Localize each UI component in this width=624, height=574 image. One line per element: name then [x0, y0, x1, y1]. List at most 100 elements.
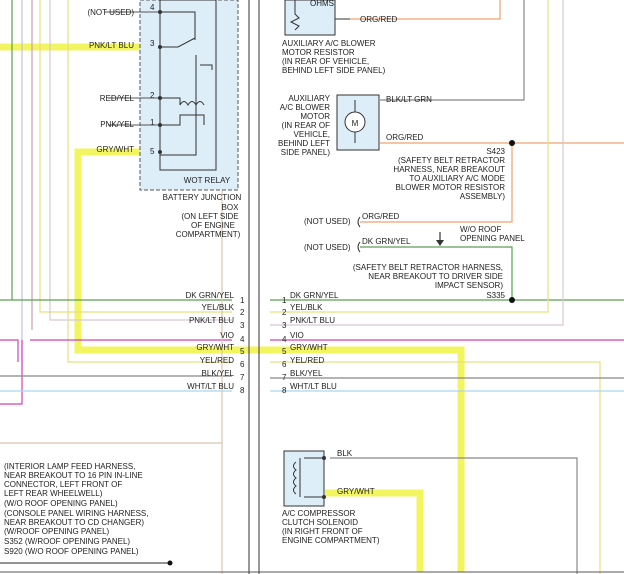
motor-wire-bottom: ORG/RED — [386, 133, 424, 142]
connector-right-wire-8: WHT/LT BLU — [290, 382, 337, 391]
relay-internals — [160, 11, 213, 156]
solenoid-body — [283, 450, 325, 507]
motor-symbol: M — [352, 119, 359, 128]
wot-relay-label: WOT RELAY — [184, 176, 231, 185]
s423-desc-4: BLOWER MOTOR RESISTOR — [396, 183, 506, 192]
s423-desc-2: HARNESS, NEAR BREAKOUT — [393, 165, 505, 174]
relay-pin-4-label: (NOT USED) — [87, 8, 134, 17]
not-used-terminations: (NOT USED) ORG/RED (NOT USED) DK GRN/YEL… — [304, 212, 525, 253]
s335-desc-1: (SAFETY BELT RETRACTOR HARNESS, — [353, 263, 503, 272]
harness-note-1: (INTERIOR LAMP FEED HARNESS, — [4, 462, 135, 471]
connector-right-labels: DK GRN/YEL YEL/BLK PNK/LT BLU VIO GRY/WH… — [290, 291, 339, 391]
s423-desc-1: (SAFETY BELT RETRACTOR — [398, 156, 505, 165]
connector-left-labels: DK GRN/YEL YEL/BLK PNK/LT BLU VIO GRY/WH… — [186, 291, 235, 391]
connector-pin-2: 2 — [240, 308, 245, 317]
resistor-label-4: BEHIND LEFT SIDE PANEL) — [282, 66, 386, 75]
blower-motor-resistor: OHMS ORG/RED AUXILIARY A/C BLOWER MOTOR … — [282, 0, 398, 75]
junction-box-label-2: BOX — [222, 203, 240, 212]
right-wires — [270, 0, 624, 574]
connector-right-wire-1: DK GRN/YEL — [290, 291, 339, 300]
solenoid-label-4: ENGINE COMPARTMENT) — [282, 536, 380, 545]
connector-right-wire-3: PNK/LT BLU — [290, 316, 335, 325]
not-used-1-text: (NOT USED) — [304, 217, 351, 226]
resistor-unit: OHMS — [310, 0, 334, 8]
motor-label-4: (IN REAR OF — [282, 121, 331, 130]
connector-right-wire-7: BLK/YEL — [290, 369, 323, 378]
highlight-paths — [0, 43, 465, 572]
column-dividers — [248, 0, 260, 574]
motor-label-7: SIDE PANEL) — [281, 148, 331, 157]
connector-right-wire-2: YEL/BLK — [290, 303, 323, 312]
harness-note-9: S352 (W/ROOF OPENING PANEL) — [4, 537, 130, 546]
connector-pin-4-right: 4 — [282, 335, 287, 344]
s423-desc-3: TO AUXILIARY A/C MODE — [409, 174, 505, 183]
motor-label-3: MOTOR — [300, 112, 330, 121]
relay-pin-3-label: PNK/LT BLU — [89, 41, 134, 50]
connector-pin-8: 8 — [240, 386, 245, 395]
harness-note-2: NEAR BREAKOUT TO 16 PIN IN-LINE — [4, 471, 143, 480]
roof-note-2: OPENING PANEL — [460, 234, 525, 243]
harness-note-8: (W/ROOF OPENING PANEL) — [4, 527, 110, 536]
harness-note-3: CONNECTOR, LEFT FRONT OF — [4, 480, 122, 489]
connector-pin-2-right: 2 — [282, 308, 287, 317]
motor-label-1: AUXILIARY — [288, 94, 330, 103]
junction-box-label-1: BATTERY JUNCTION — [163, 193, 242, 202]
arrow-down-icon — [436, 240, 444, 246]
harness-note: (INTERIOR LAMP FEED HARNESS, NEAR BREAKO… — [4, 462, 173, 566]
highlight-gry-wht-main — [74, 148, 465, 572]
relay-pin-1-num: 1 — [150, 118, 155, 127]
connector-left-wire-6: YEL/RED — [200, 356, 234, 365]
connector-pin-5-right: 5 — [282, 347, 287, 356]
s423-desc-5: ASSEMBLY) — [460, 192, 506, 201]
connector-pin-6: 6 — [240, 360, 245, 369]
relay-pin-1-label: PNK/YEL — [100, 120, 134, 129]
connector-left-wire-1: DK GRN/YEL — [186, 291, 235, 300]
blower-motor: M BLK/LT GRN ORG/RED AUXILIARY A/C BLOWE… — [278, 94, 432, 157]
splice-s423: S423 (SAFETY BELT RETRACTOR HARNESS, NEA… — [393, 140, 515, 201]
connector-left-wire-2: YEL/BLK — [202, 303, 235, 312]
solenoid-wire-bottom: GRY/WHT — [337, 487, 375, 496]
s335-desc-3: IMPACT SENSOR) — [435, 281, 503, 290]
connector-left-wire-4: VIO — [220, 331, 234, 340]
resistor-label-1: AUXILIARY A/C BLOWER — [282, 39, 376, 48]
connector-pin-1: 1 — [240, 296, 245, 305]
harness-note-10: S920 (W/O ROOF OPENING PANEL) — [4, 547, 139, 556]
solenoid-wire-top: BLK — [337, 449, 353, 458]
motor-label-5: VEHICLE, — [294, 130, 330, 139]
connector-pin-5: 5 — [240, 347, 245, 356]
connector-right-wire-6: YEL/RED — [290, 356, 324, 365]
harness-note-6: (CONSOLE PANEL WIRING HARNESS, — [4, 509, 148, 518]
connector-pin-6-right: 6 — [282, 360, 287, 369]
relay-pin-2-label: RED/YEL — [100, 94, 135, 103]
connector-pin-8-right: 8 — [282, 386, 287, 395]
connector-right-wire-5: GRY/WHT — [290, 343, 328, 352]
motor-label-2: A/C BLOWER — [280, 103, 330, 112]
solenoid-label-2: CLUTCH SOLENOID — [282, 518, 358, 527]
battery-junction-box: (NOT USED) 4 PNK/LT BLU 3 RED/YEL 2 PNK/… — [87, 0, 242, 239]
connector-pin-1-right: 1 — [282, 296, 287, 305]
junction-box-label-3: (ON LEFT SIDE — [181, 212, 238, 221]
motor-wire-top: BLK/LT GRN — [386, 95, 432, 104]
solenoid-label-3: (IN RIGHT FRONT OF — [282, 527, 363, 536]
connector-pin-7-right: 7 — [282, 373, 287, 382]
not-used-1-wire: ORG/RED — [362, 212, 400, 221]
connector-left-wire-5: GRY/WHT — [196, 343, 234, 352]
junction-box-label-5: COMPARTMENT) — [176, 230, 241, 239]
roof-note-1: W/O ROOF — [460, 225, 501, 234]
wot-relay-body — [159, 0, 217, 171]
connector-left-wire-8: WHT/LT BLU — [187, 382, 234, 391]
harness-note-4: LEFT REAR WHEELWELL) — [4, 489, 103, 498]
connector-pin-3: 3 — [240, 321, 245, 330]
s423-id: S423 — [486, 147, 505, 156]
relay-pin-5-num: 5 — [150, 147, 155, 156]
not-used-2-wire: DK GRN/YEL — [362, 237, 411, 246]
connector-pin-7: 7 — [240, 373, 245, 382]
s335-id: S335 — [486, 291, 505, 300]
harness-note-5: (W/O ROOF OPENING PANEL) — [4, 499, 118, 508]
connector-left-wire-3: PNK/LT BLU — [189, 316, 234, 325]
resistor-label-2: MOTOR RESISTOR — [282, 48, 355, 57]
junction-box-label-4: OF ENGINE — [191, 221, 235, 230]
connector-pin-4: 4 — [240, 335, 245, 344]
compressor-clutch-solenoid: BLK GRY/WHT A/C COMPRESSOR CLUTCH SOLENO… — [282, 449, 380, 545]
